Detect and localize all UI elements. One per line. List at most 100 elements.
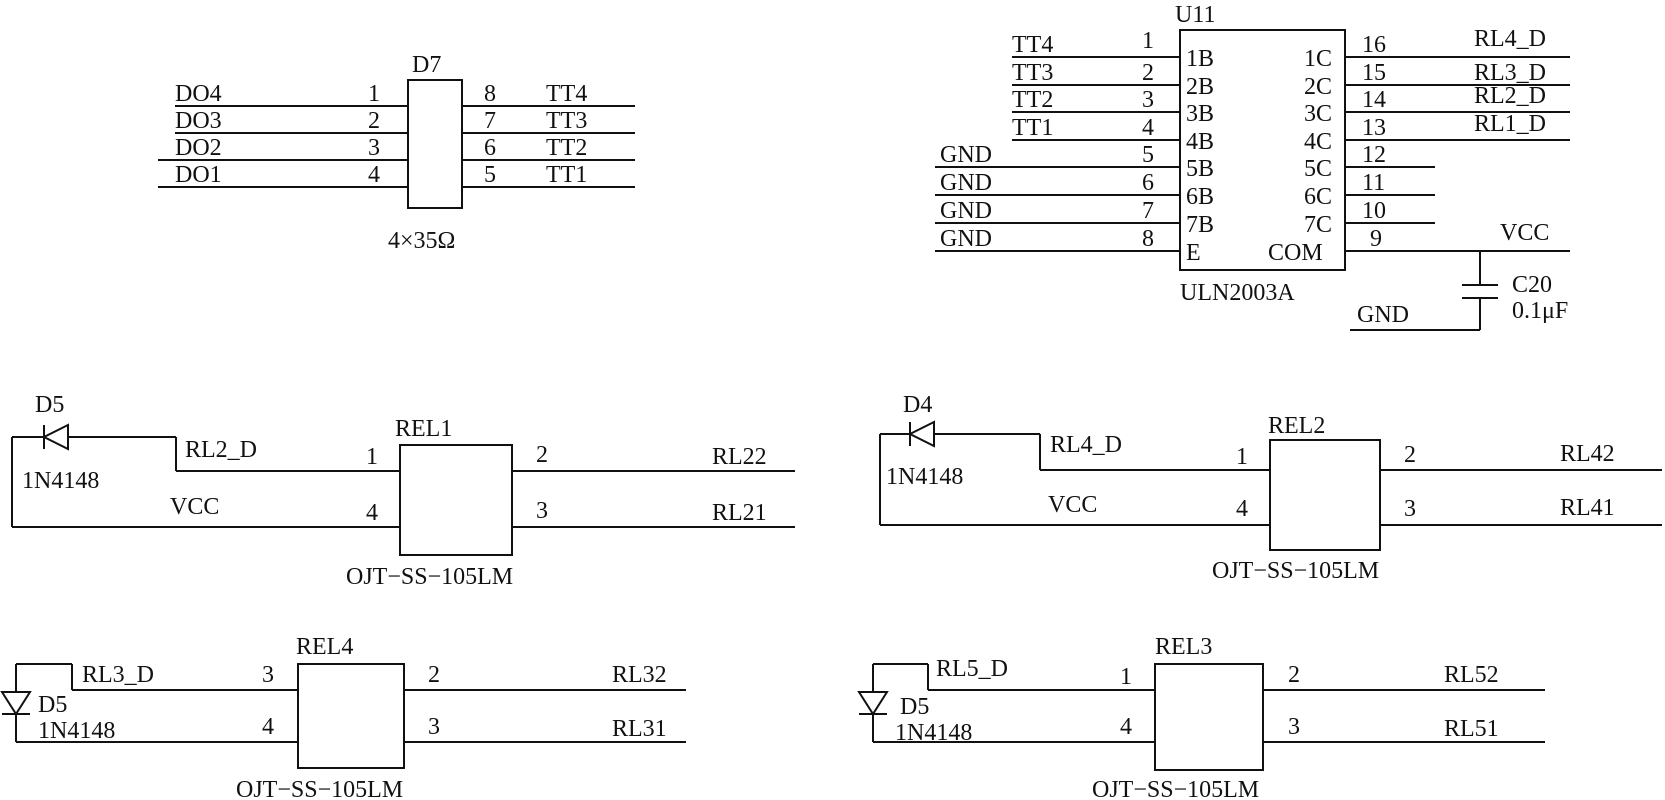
u11-net-tt3: TT3 [1012,60,1053,86]
rel3-relay-circuit: REL3 OJT−SS−105LM RL5_D D5 1N4148 1 4 2 … [857,634,1545,800]
u11-name-2c: 2C [1304,74,1332,100]
d7-pin-7: 7 [484,108,496,134]
rel4-pin-2: 2 [428,662,440,688]
rel3-diode-ref: D5 [900,694,929,720]
d7-net-tt4: TT4 [546,81,587,107]
u11-name-6c: 6C [1304,184,1332,210]
rel1-net-coil: RL2_D [185,437,257,463]
d7-net-do1: DO1 [175,162,222,188]
u11-name-com: COM [1268,240,1323,266]
c20-ref: C20 [1512,272,1552,298]
u11-name-4b: 4B [1186,129,1214,155]
c20-net-gnd: GND [1357,302,1409,328]
u11-name-e: E [1186,240,1201,266]
u11-name-7b: 7B [1186,212,1214,238]
u11-pin-11: 11 [1362,170,1385,196]
rel1-pin-2: 2 [536,442,548,468]
rel1-pin-3: 3 [536,498,548,524]
rel4-pin-3: 3 [428,714,440,740]
rel3-net-out-top: RL52 [1444,662,1499,688]
rel4-pin-3-coil: 3 [262,662,274,688]
rel2-diode-part: 1N4148 [886,464,963,490]
u11-name-3b: 3B [1186,101,1214,127]
rel4-diode-ref: D5 [38,692,67,718]
d7-net-tt2: TT2 [546,135,587,161]
rel1-pin-1: 1 [366,444,378,470]
rel1-pin-4: 4 [366,500,378,526]
d7-net-do4: DO4 [175,81,222,107]
u11-pin-13: 13 [1362,115,1386,141]
rel2-net-vcc: VCC [1048,492,1097,518]
u11-pin-9: 9 [1370,226,1382,252]
u11-pin-4: 4 [1142,115,1154,141]
u11-pin-14: 14 [1362,87,1386,113]
rel1-diode [12,423,176,451]
u11-name-1c: 1C [1304,46,1332,72]
u11-pin-16: 16 [1362,32,1386,58]
rel4-pin-4: 4 [262,714,274,740]
d7-resistor-network: D7 4×35Ω DO4 DO3 DO2 DO1 1 2 3 4 8 7 6 5… [158,52,635,254]
rel4-net-out-top: RL32 [612,662,667,688]
u11-net-rl1-d: RL1_D [1474,111,1546,137]
d7-ref: D7 [412,52,441,78]
u11-uln2003a: U11 ULN2003A TT4 TT3 TT2 TT1 GND GND GND… [935,2,1570,331]
u11-net-rl3-d: RL3_D [1474,60,1546,86]
u11-part: ULN2003A [1180,280,1295,306]
c20-capacitor: C20 0.1μF GND [1350,251,1568,331]
rel1-relay-circuit: REL1 OJT−SS−105LM D5 1N4148 RL2_D VCC 1 … [11,392,795,590]
d7-pin-5: 5 [484,162,496,188]
rel2-diode [880,420,1040,448]
d7-body [407,79,463,209]
rel2-relay-circuit: REL2 OJT−SS−105LM D4 1N4148 RL4_D VCC 1 … [879,392,1662,584]
u11-pin-7: 7 [1142,198,1154,224]
u11-ref: U11 [1175,2,1215,28]
rel2-pin-3: 3 [1404,496,1416,522]
d7-pin-6: 6 [484,135,496,161]
u11-net-gnd-7: GND [940,198,992,224]
d7-value: 4×35Ω [388,228,455,254]
u11-body [1179,29,1346,271]
u11-pin-2: 2 [1142,60,1154,86]
rel3-net-out-bottom: RL51 [1444,716,1499,742]
u11-pin-12: 12 [1362,142,1386,168]
u11-pin-15: 15 [1362,60,1386,86]
rel4-net-out-bottom: RL31 [612,716,667,742]
rel4-body [297,663,405,769]
rel2-net-out-top: RL42 [1560,441,1615,467]
rel1-part: OJT−SS−105LM [346,564,513,590]
rel3-diode-triangle [857,691,889,716]
rel2-ref: REL2 [1268,413,1325,439]
u11-net-tt1: TT1 [1012,115,1053,141]
rel1-net-vcc: VCC [170,494,219,520]
u11-net-rl4-d: RL4_D [1474,26,1546,52]
u11-pin-1: 1 [1142,28,1154,54]
d7-net-do2: DO2 [175,135,222,161]
rel1-diode-part: 1N4148 [22,468,99,494]
rel2-net-coil: RL4_D [1050,432,1122,458]
d7-pin-8: 8 [484,81,496,107]
u11-pin-5: 5 [1142,142,1154,168]
rel4-diode [0,664,32,742]
rel1-diode-triangle [41,423,69,451]
rel2-diode-triangle [907,420,935,448]
rel4-relay-circuit: REL4 OJT−SS−105LM RL3_D D5 1N4148 3 4 2 … [0,634,686,800]
u11-name-3c: 3C [1304,101,1332,127]
u11-net-gnd-8: GND [940,226,992,252]
u11-name-1b: 1B [1186,46,1214,72]
d7-pin-4: 4 [368,162,380,188]
u11-net-rl2-d: RL2_D [1474,83,1546,109]
rel2-part: OJT−SS−105LM [1212,558,1379,584]
d7-net-do3: DO3 [175,108,222,134]
u11-pin-10: 10 [1362,198,1386,224]
rel2-pin-1: 1 [1236,444,1248,470]
u11-name-5b: 5B [1186,156,1214,182]
rel3-diode-part: 1N4148 [895,720,972,746]
d7-net-tt3: TT3 [546,108,587,134]
u11-pin-8: 8 [1142,226,1154,252]
rel1-diode-ref: D5 [35,392,64,418]
d7-net-tt1: TT1 [546,162,587,188]
rel2-net-out-bottom: RL41 [1560,495,1615,521]
rel2-pin-4: 4 [1236,496,1248,522]
u11-net-gnd-6: GND [940,170,992,196]
rel4-part: OJT−SS−105LM [236,777,403,800]
